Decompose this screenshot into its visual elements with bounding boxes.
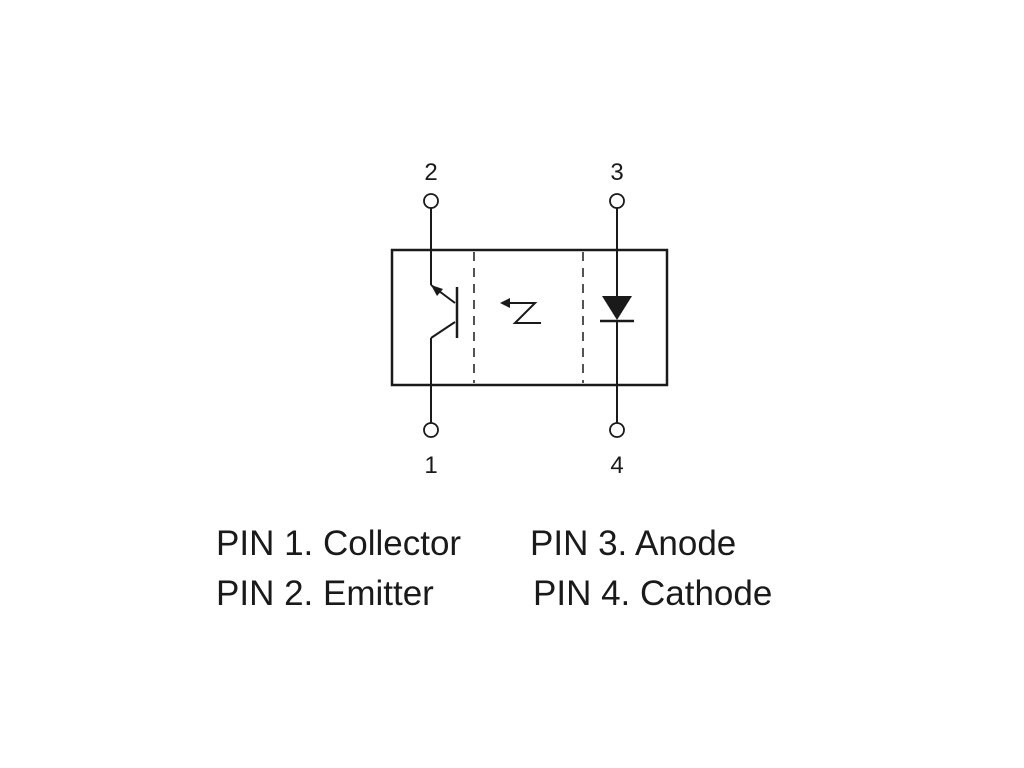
pin-2-number: 2 [424,159,437,186]
legend-pin-1: PIN 1. Collector [216,524,462,563]
pin-3-number: 3 [610,159,623,186]
package-body [390,248,669,387]
light-arrow-head [500,298,510,308]
pin-1-terminal-circle [423,422,439,438]
legend-pin-4: PIN 4. Cathode [533,574,773,613]
light-arrow-path [510,302,541,324]
phototransistor-symbol [430,284,459,339]
emitter-arrow-icon [431,285,443,296]
diode-triangle [602,296,632,320]
pin-4-terminal-circle [609,422,625,438]
pin-3-terminal: 3 [609,159,625,296]
pin-4-number: 4 [610,452,623,479]
legend-pin-3: PIN 3. Anode [530,524,737,563]
pin-2-terminal-circle [423,193,439,209]
pin-3-terminal-circle [609,193,625,209]
pin-2-terminal: 2 [423,159,439,285]
light-arrow-icon [500,298,541,324]
pin-1-terminal: 1 [423,338,439,479]
led-diode-icon [600,296,634,323]
transistor-collector-leg [430,321,456,339]
legend-pin-2: PIN 2. Emitter [216,574,434,613]
pin-1-number: 1 [424,452,437,479]
pin-4-terminal: 4 [609,321,625,479]
